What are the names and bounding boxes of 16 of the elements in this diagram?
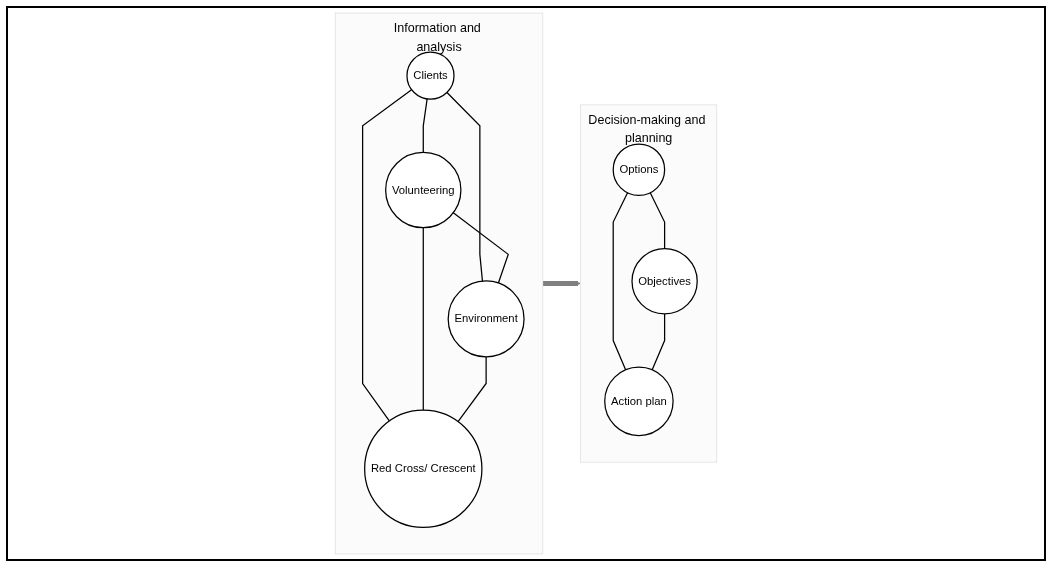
node-circle: Action plan xyxy=(604,366,674,437)
node-circle: Environment xyxy=(447,280,525,358)
connector xyxy=(651,313,666,371)
connector xyxy=(422,227,424,411)
arrow xyxy=(542,280,581,287)
node-circle: Volunteering xyxy=(385,151,462,229)
connector xyxy=(452,212,509,284)
connector xyxy=(649,192,666,250)
node-circle: Options xyxy=(612,143,666,197)
node-circle: Objectives xyxy=(631,248,698,315)
connector xyxy=(457,356,487,423)
connector xyxy=(422,98,428,154)
connector xyxy=(446,91,484,282)
node-circle: Red Cross/ Crescent xyxy=(364,409,483,528)
connector xyxy=(362,89,413,422)
connector xyxy=(612,192,629,371)
